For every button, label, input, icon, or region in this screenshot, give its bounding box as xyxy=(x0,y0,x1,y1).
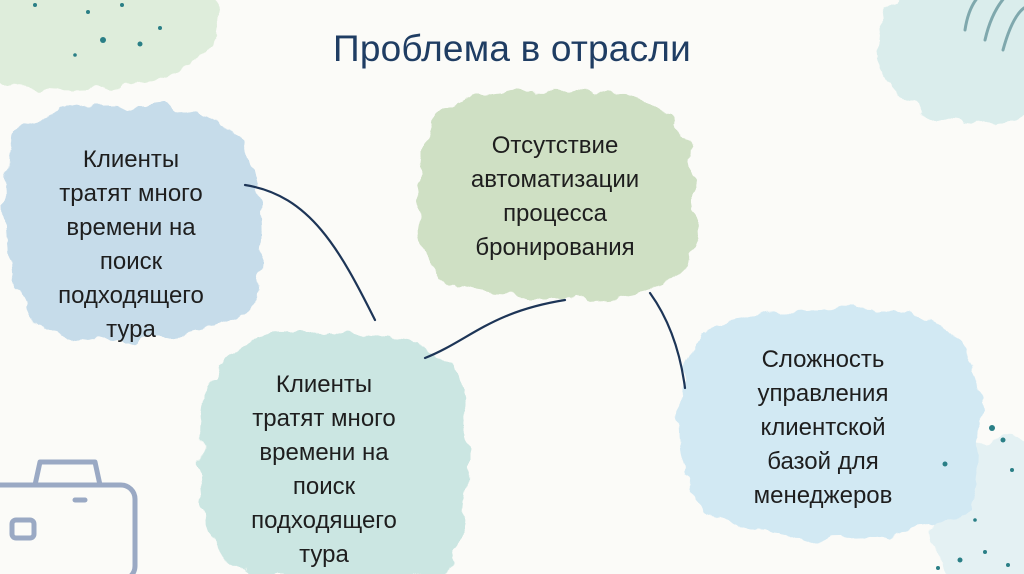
blob-4 xyxy=(677,308,982,539)
connector-n3-n2 xyxy=(423,298,567,360)
corner-wash-top-left xyxy=(0,0,220,90)
node-line: управления xyxy=(757,380,889,407)
node-line: времени на xyxy=(66,214,196,241)
blob-3 xyxy=(200,330,468,574)
node-client-base-complexity: Сложность управления клиентской базой для ме… xyxy=(698,343,948,513)
node-line: процесса xyxy=(503,200,607,227)
palm-leaf-icon xyxy=(963,0,1024,52)
node-line: подходящего xyxy=(58,282,204,309)
node-line: тура xyxy=(106,316,156,343)
node-clients-search-time: Клиенты тратят много времени на поиск подход… xyxy=(20,143,242,347)
node-line: тура xyxy=(299,541,349,568)
node-line: тратят много xyxy=(59,180,203,207)
page-title: Проблема в отрасли xyxy=(333,28,691,69)
suitcase-icon xyxy=(0,459,138,574)
node-line: подходящего xyxy=(251,507,397,534)
node-line: менеджеров xyxy=(753,482,893,509)
node-line: базой для xyxy=(767,448,879,475)
node-line: Сложность xyxy=(761,346,885,373)
node-clients-search-time-2: Клиенты тратят много времени на поиск подход… xyxy=(208,368,440,572)
node-line: бронирования xyxy=(475,234,635,261)
node-line: Клиенты xyxy=(82,146,180,173)
node-line: поиск xyxy=(99,248,163,275)
dots-top-left xyxy=(33,3,162,57)
dots-bottom-right xyxy=(936,425,1014,570)
node-line: автоматизации xyxy=(470,166,640,193)
node-no-booking-automation: Отсутствие автоматизации процесса бронирова… xyxy=(425,129,685,265)
connector-n1-n3 xyxy=(243,183,377,322)
node-line: Клиенты xyxy=(275,371,373,398)
blob-1 xyxy=(5,104,263,340)
node-line: времени на xyxy=(259,439,389,466)
blob-2 xyxy=(417,89,696,299)
node-line: поиск xyxy=(292,473,356,500)
node-line: тратят много xyxy=(252,405,396,432)
node-line: Отсутствие xyxy=(491,132,619,159)
connector-n2-n4 xyxy=(648,291,687,390)
node-line: клиентской xyxy=(760,414,886,441)
connectors xyxy=(243,183,687,390)
